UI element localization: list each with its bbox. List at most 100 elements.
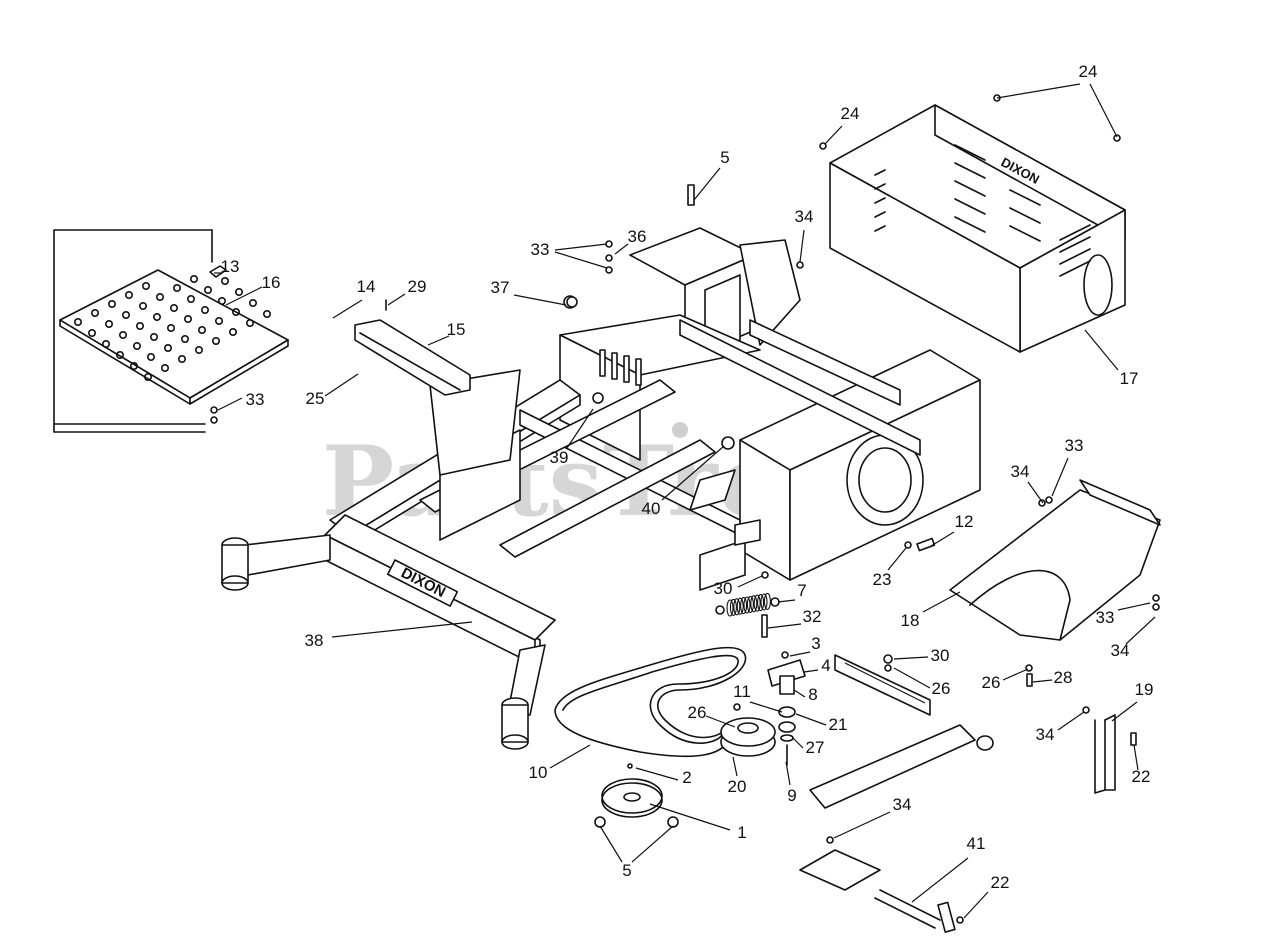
- callout-leader-line: [1027, 481, 1044, 504]
- callout-leader-line: [549, 744, 591, 769]
- callout-leader-line: [963, 891, 989, 919]
- callout-label-34: 34: [795, 207, 814, 226]
- callout-leader-line: [749, 701, 783, 713]
- callout-label-4: 4: [821, 656, 830, 675]
- callout-label-28: 28: [1054, 668, 1073, 687]
- idler-arm: [767, 654, 931, 766]
- callout-leader-line: [387, 293, 406, 306]
- callout-leader-line: [737, 575, 763, 588]
- callout-leader-line: [554, 251, 608, 269]
- callout-label-37: 37: [491, 278, 510, 297]
- callout-leader-line: [792, 737, 804, 749]
- callout-label-14: 14: [357, 277, 376, 296]
- callout-leader-line: [599, 825, 623, 863]
- callout-leader-line: [614, 243, 629, 255]
- callout-leader-line: [635, 767, 679, 781]
- pulley-20: [720, 717, 776, 757]
- callout-leader-line: [893, 656, 929, 660]
- callout-label-38: 38: [305, 631, 324, 650]
- callout-label-34: 34: [1036, 725, 1055, 744]
- callout-label-33: 33: [1065, 436, 1084, 455]
- callout-label-27: 27: [806, 738, 825, 757]
- control-bracket: [354, 299, 471, 396]
- callout-leader-line: [1117, 602, 1151, 611]
- callout-label-33: 33: [1096, 608, 1115, 627]
- callout-label-15: 15: [447, 320, 466, 339]
- callout-label-39: 39: [550, 448, 569, 467]
- callout-leader-line: [1089, 83, 1118, 138]
- callout-label-9: 9: [787, 786, 796, 805]
- callout-label-10: 10: [529, 763, 548, 782]
- main-frame: DIXON: [221, 227, 981, 750]
- callout-label-5: 5: [720, 148, 729, 167]
- callout-leader-line: [513, 294, 567, 306]
- callout-label-17: 17: [1120, 369, 1139, 388]
- callout-leader-line: [631, 825, 674, 863]
- callout-leader-line: [887, 547, 907, 571]
- rear-hood: DIXON: [829, 104, 1126, 353]
- callout-leader-line: [793, 689, 806, 698]
- callout-label-33: 33: [531, 240, 550, 259]
- callout-label-24: 24: [1079, 62, 1098, 81]
- pulley-1: [601, 778, 663, 818]
- callout-leader-line: [767, 623, 802, 629]
- callout-leader-line: [1125, 616, 1156, 645]
- callout-label-22: 22: [1132, 767, 1151, 786]
- callout-label-34: 34: [1111, 641, 1130, 660]
- callout-leader-line: [799, 229, 805, 263]
- callout-label-2: 2: [682, 768, 691, 787]
- callout-leader-line: [911, 857, 969, 903]
- callout-leader-line: [649, 803, 731, 831]
- callout-leader-line: [732, 756, 738, 777]
- callout-label-16: 16: [262, 273, 281, 292]
- callout-leader-line: [427, 335, 450, 346]
- callout-leader-line: [922, 591, 961, 613]
- callout-leader-line: [225, 286, 263, 306]
- callout-leader-line: [996, 83, 1081, 99]
- callout-leader-line: [1084, 329, 1119, 371]
- callout-leader-line: [824, 125, 843, 145]
- callout-leader-line: [217, 397, 243, 411]
- callout-leader-line: [893, 667, 931, 689]
- deflector-plate: [949, 479, 1161, 641]
- callout-label-34: 34: [1011, 462, 1030, 481]
- callout-leader-line: [803, 669, 819, 673]
- callout-leader-line: [785, 761, 791, 786]
- callout-leader-line: [789, 651, 811, 657]
- callout-label-25: 25: [306, 389, 325, 408]
- lower-arm: [799, 724, 994, 933]
- callout-leader-line: [930, 531, 955, 547]
- callout-leader-line: [324, 373, 359, 397]
- callout-leader-line: [1133, 744, 1139, 771]
- callout-leader-line: [1111, 701, 1138, 722]
- callout-label-22: 22: [991, 873, 1010, 892]
- callout-label-1: 1: [737, 823, 746, 842]
- bolt-5: [687, 184, 695, 206]
- callout-leader-line: [777, 599, 796, 603]
- callout-label-41: 41: [967, 834, 986, 853]
- callout-label-34: 34: [893, 795, 912, 814]
- callout-label-21: 21: [829, 715, 848, 734]
- callout-label-29: 29: [408, 277, 427, 296]
- frame-vent-slots: [599, 349, 642, 386]
- callout-label-32: 32: [803, 607, 822, 626]
- callout-leader-line: [331, 621, 473, 638]
- callout-label-33: 33: [246, 390, 265, 409]
- callout-label-24: 24: [841, 104, 860, 123]
- callout-label-20: 20: [728, 777, 747, 796]
- callout-leader-line: [833, 811, 891, 839]
- callout-label-26: 26: [688, 703, 707, 722]
- callout-label-30: 30: [714, 579, 733, 598]
- bracket-19: [1094, 714, 1116, 794]
- callout-label-36: 36: [628, 227, 647, 246]
- callout-leader-line: [661, 445, 725, 501]
- callout-label-19: 19: [1135, 680, 1154, 699]
- callout-leader-line: [566, 408, 594, 449]
- callout-label-23: 23: [873, 570, 892, 589]
- callout-leader-line: [1032, 679, 1053, 683]
- callout-label-26: 26: [982, 673, 1001, 692]
- callout-label-3: 3: [811, 634, 820, 653]
